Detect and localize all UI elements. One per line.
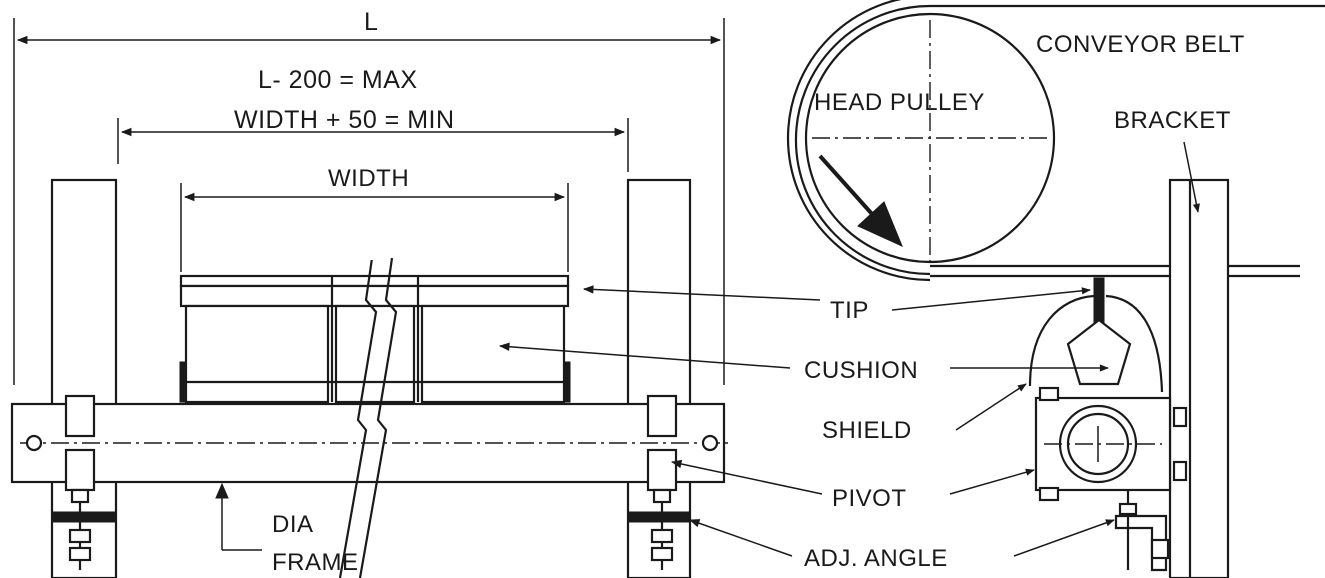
shield-label: SHIELD [822, 417, 912, 444]
bracket-label: BRACKET [1114, 107, 1231, 134]
dimension-max-min [117, 118, 629, 172]
cross-shaft [10, 402, 730, 484]
dia-label: DIA [272, 511, 314, 538]
adj-angle-side [1114, 490, 1170, 572]
break-lines [338, 257, 398, 578]
overall-length-label: L [364, 8, 378, 36]
pivot-clamp-left [51, 394, 117, 570]
pivot-block-side [1034, 386, 1188, 502]
bracket-leader [1183, 141, 1200, 213]
conveyor-belt-label: CONVEYOR BELT [1036, 31, 1245, 58]
shield-leader [955, 383, 1027, 431]
pivot-label: PIVOT [832, 485, 907, 512]
cushion-leader-front [498, 342, 791, 369]
tip-leader-front [582, 285, 821, 301]
conveyor-belt [930, 4, 1325, 278]
width-label: WIDTH [328, 165, 409, 192]
head-pulley [786, 0, 1056, 282]
max-formula-label: L- 200 = MAX [258, 66, 418, 94]
pivot-leader-front [670, 459, 823, 495]
bracket [1168, 178, 1230, 578]
tip-label: TIP [830, 297, 869, 324]
adj-angle-label: ADJ. ANGLE [804, 545, 948, 572]
min-formula-label: WIDTH + 50 = MIN [234, 106, 455, 134]
dimension-overall-length [13, 18, 725, 385]
blade-assembly [179, 274, 571, 404]
pivot-leader-side [949, 468, 1035, 495]
dia-frame-leader [215, 482, 262, 551]
cushion-label: CUSHION [804, 357, 918, 384]
pivot-clamp-right [627, 394, 691, 570]
adj-angle-leader-front [689, 519, 793, 557]
tip-leader-side [891, 287, 1091, 311]
dimension-width [180, 183, 569, 272]
frame-label: FRAME [272, 549, 359, 576]
adj-angle-leader-side [1013, 519, 1115, 557]
rotation-direction-arrow [818, 154, 903, 247]
head-pulley-label: HEAD PULLEY [814, 89, 985, 116]
